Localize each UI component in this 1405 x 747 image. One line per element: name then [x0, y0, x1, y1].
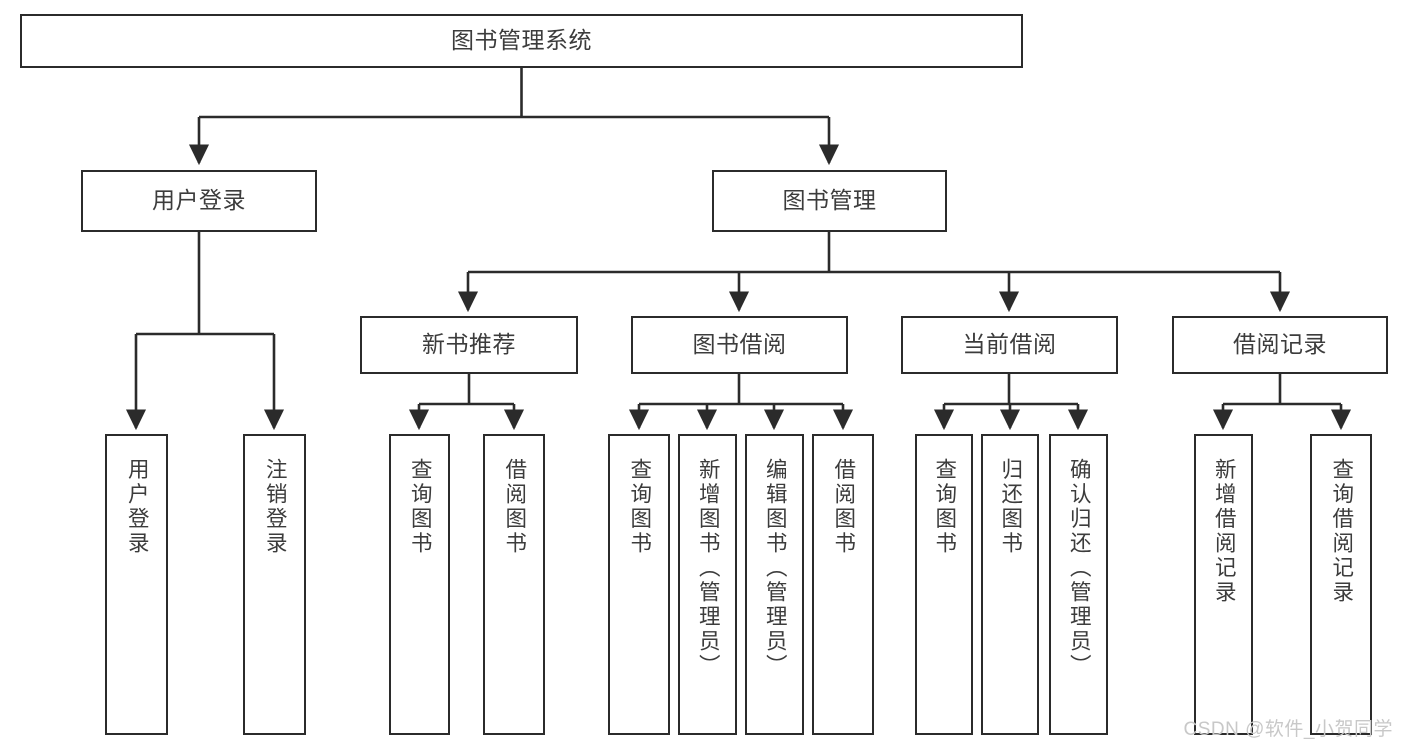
- leaf-label: 查询图书: [627, 458, 652, 556]
- leaf-label: 确认归还（管理员）: [1067, 458, 1092, 679]
- node-current-borrow[interactable]: 当前借阅: [901, 316, 1118, 374]
- leaf-book-borrow-edit-book-admin[interactable]: 编辑图书（管理员）: [745, 434, 804, 735]
- node-borrow-record-label: 借阅记录: [1233, 331, 1327, 358]
- leaf-book-borrow-borrow-book[interactable]: 借阅图书: [812, 434, 874, 735]
- node-user-login[interactable]: 用户登录: [81, 170, 317, 232]
- node-user-login-label: 用户登录: [152, 187, 246, 214]
- leaf-new-book-borrow-book[interactable]: 借阅图书: [483, 434, 545, 735]
- leaf-label: 新增借阅记录: [1212, 458, 1237, 605]
- node-book-borrow[interactable]: 图书借阅: [631, 316, 848, 374]
- leaf-current-borrow-confirm-return-admin[interactable]: 确认归还（管理员）: [1049, 434, 1108, 735]
- leaf-label: 查询借阅记录: [1329, 458, 1354, 605]
- leaf-label: 新增图书（管理员）: [696, 458, 721, 679]
- leaf-current-borrow-return-book[interactable]: 归还图书: [981, 434, 1039, 735]
- leaf-label: 查询图书: [408, 458, 433, 556]
- leaf-label: 用户登录: [125, 458, 150, 556]
- leaf-label: 查询图书: [932, 458, 957, 556]
- leaf-book-borrow-add-book-admin[interactable]: 新增图书（管理员）: [678, 434, 737, 735]
- node-book-borrow-label: 图书借阅: [692, 331, 787, 358]
- leaf-borrow-record-query-record[interactable]: 查询借阅记录: [1310, 434, 1372, 735]
- leaf-label: 注销登录: [263, 458, 288, 556]
- node-new-book-recommend-label: 新书推荐: [422, 331, 516, 358]
- node-book-management[interactable]: 图书管理: [712, 170, 947, 232]
- node-borrow-record[interactable]: 借阅记录: [1172, 316, 1388, 374]
- node-root-label: 图书管理系统: [451, 27, 592, 54]
- leaf-book-borrow-query-book[interactable]: 查询图书: [608, 434, 670, 735]
- leaf-user-login-logout[interactable]: 注销登录: [243, 434, 306, 735]
- node-book-management-label: 图书管理: [782, 187, 877, 214]
- csdn-watermark: CSDN @软件_小贺同学: [1183, 719, 1393, 740]
- node-root-book-management-system[interactable]: 图书管理系统: [20, 14, 1023, 68]
- leaf-borrow-record-add-record[interactable]: 新增借阅记录: [1194, 434, 1253, 735]
- leaf-new-book-query-book[interactable]: 查询图书: [389, 434, 450, 735]
- leaf-label: 借阅图书: [502, 458, 527, 556]
- leaf-label: 编辑图书（管理员）: [763, 458, 788, 679]
- leaf-current-borrow-query-book[interactable]: 查询图书: [915, 434, 973, 735]
- node-new-book-recommend[interactable]: 新书推荐: [360, 316, 578, 374]
- leaf-label: 归还图书: [998, 458, 1023, 556]
- node-current-borrow-label: 当前借阅: [962, 331, 1057, 358]
- leaf-label: 借阅图书: [831, 458, 856, 556]
- leaf-user-login-login[interactable]: 用户登录: [105, 434, 168, 735]
